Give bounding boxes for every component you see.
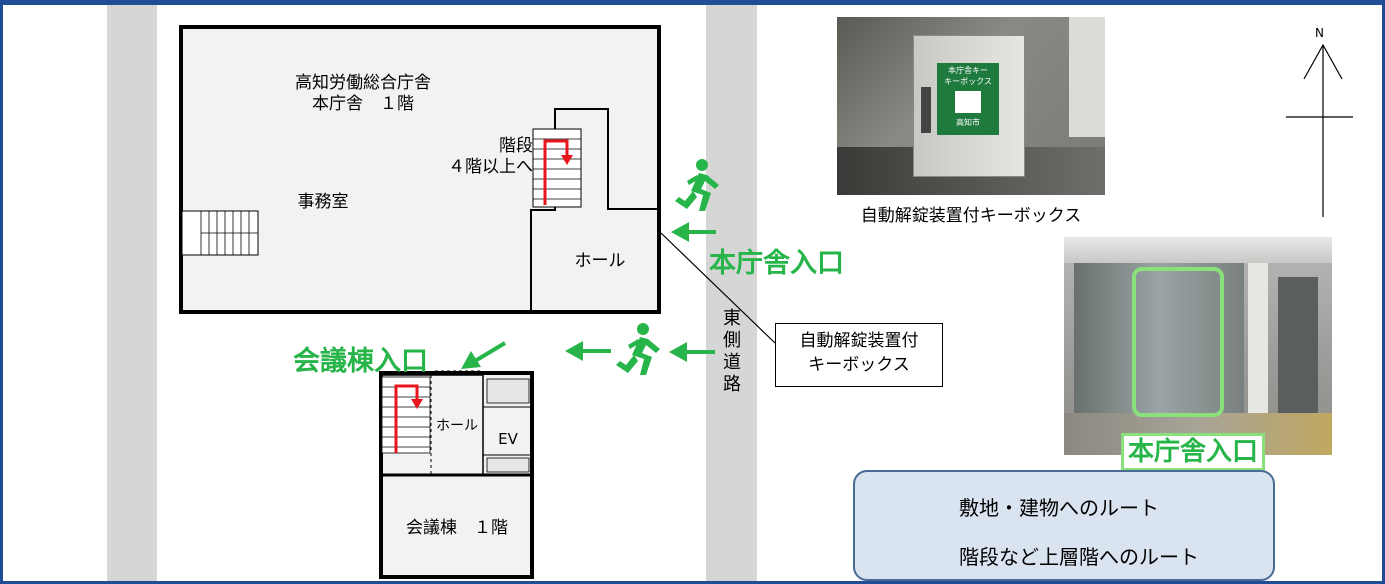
east-road	[706, 5, 757, 581]
keybox-callout: 自動解錠装置付 キーボックス	[775, 323, 943, 387]
conference-building-label: 会議棟 １階	[406, 518, 508, 538]
main-building-title: 高知労働総合庁舎 本庁舎 １階	[273, 73, 453, 115]
keybox-sign-line1: 本庁舎キー	[948, 66, 988, 75]
elevator-label: EV	[498, 430, 518, 448]
compass-icon	[1286, 43, 1353, 217]
legend-green-route-label: 敷地・建物へのルート	[959, 496, 1159, 520]
photo-window	[1278, 277, 1318, 413]
keybox-sign: 本庁舎キー キーボックス 高知市	[937, 63, 999, 135]
keybox-sign-line2: キーボックス	[944, 77, 992, 86]
keybox-callout-line1: 自動解錠装置付	[799, 331, 919, 351]
legend-red-route-label: 階段など上層階へのルート	[959, 545, 1199, 569]
running-person-icon	[616, 323, 660, 375]
entrance-photo-caption: 本庁舎入口	[1121, 433, 1266, 471]
wall-sign	[1069, 17, 1105, 137]
stairs-label-line1: 階段	[499, 136, 533, 156]
keybox-callout-line2: キーボックス	[808, 355, 910, 375]
road-char: 道	[723, 352, 741, 373]
road-char: 側	[723, 330, 741, 351]
keybox-sign-line3: 高知市	[956, 118, 980, 127]
exit-sign-icon	[955, 91, 981, 113]
running-person-icon	[675, 159, 719, 211]
north-label: N	[1315, 26, 1324, 40]
main-hall-label: ホール	[574, 251, 626, 271]
keybox-caption: 自動解錠装置付キーボックス	[860, 206, 1082, 226]
conference-entrance-label: 会議棟入口	[293, 346, 428, 377]
photo-canopy	[1064, 237, 1332, 263]
photo-glass-wall	[1074, 263, 1244, 413]
office-label: 事務室	[297, 192, 349, 212]
conference-hall-label: ホール	[436, 418, 478, 434]
main-building-floor: 本庁舎 １階	[312, 94, 414, 114]
keybox-handle	[921, 87, 931, 133]
main-entrance-label: 本庁舎入口	[709, 248, 844, 279]
east-road-label: 東 側 道 路	[719, 308, 745, 396]
entrance-highlight	[1132, 267, 1224, 417]
photo-pillar	[1248, 263, 1268, 413]
map-lines	[181, 43, 1353, 566]
keybox-photo: 本庁舎キー キーボックス 高知市	[837, 17, 1105, 195]
stairs-label-line2: ４階以上へ	[448, 157, 533, 177]
entrance-photo	[1064, 237, 1332, 455]
route-legend	[853, 470, 1275, 581]
road-char: 東	[723, 308, 741, 329]
main-building-name: 高知労働総合庁舎	[295, 73, 431, 93]
stairs-label: 階段 ４階以上へ	[443, 136, 533, 178]
west-road	[107, 5, 157, 581]
road-char: 路	[723, 374, 741, 395]
